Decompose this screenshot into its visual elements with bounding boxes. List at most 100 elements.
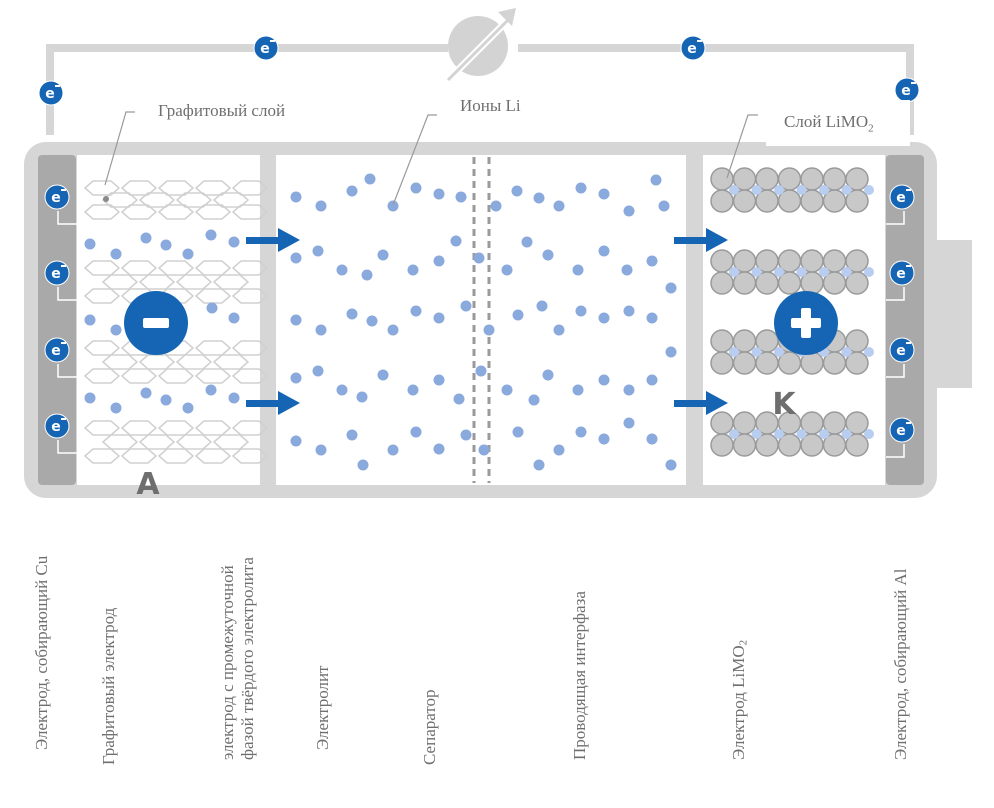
li-ion — [475, 365, 487, 377]
li-ion — [228, 236, 240, 248]
svg-text:e: e — [896, 266, 906, 282]
graphite-layer-label: Графитовый слой — [158, 101, 286, 120]
li-ion — [536, 300, 548, 312]
li-ion — [665, 346, 677, 358]
li-ion — [473, 252, 485, 264]
li-ion — [206, 302, 218, 314]
li-ion — [205, 384, 217, 396]
li-ion — [455, 191, 467, 203]
li-ion — [575, 305, 587, 317]
li-ion — [512, 426, 524, 438]
li-ion — [290, 435, 302, 447]
right-arrow-icon — [246, 228, 300, 252]
li-ion — [346, 185, 358, 197]
li-ion — [598, 245, 610, 257]
graphite-hexagon — [83, 288, 121, 304]
intercalated-li-ion — [796, 185, 807, 195]
intercalated-li-ion — [774, 347, 784, 357]
cathode-letter: K — [772, 387, 797, 422]
graphite-hexagon — [83, 180, 121, 196]
li-ion — [575, 182, 587, 194]
label-limo2-electrode: Электрод LiMO2 — [729, 639, 750, 760]
li-ion — [356, 391, 368, 403]
graphite-hexagon — [83, 448, 121, 464]
li-ion — [387, 444, 399, 456]
li-ion — [290, 314, 302, 326]
electron-icon: e — [894, 77, 920, 103]
electrolyte-chamber — [276, 155, 686, 485]
electron-icon: e — [886, 337, 915, 378]
li-ion — [528, 394, 540, 406]
li-ion — [182, 402, 194, 414]
graphite-hexagon — [212, 192, 250, 208]
graphite-hexagon — [157, 448, 195, 464]
li-ion — [410, 182, 422, 194]
li-ion — [598, 312, 610, 324]
graphite-hexagon — [231, 368, 269, 384]
ions-callout-line — [392, 114, 437, 206]
li-ion — [407, 384, 419, 396]
li-ion — [665, 282, 677, 294]
li-ion — [478, 444, 490, 456]
li-ion — [84, 392, 96, 404]
li-ion — [346, 308, 358, 320]
li-ion — [521, 236, 533, 248]
svg-text:e: e — [896, 423, 906, 439]
li-ion — [512, 309, 524, 321]
metal-oxide-atom — [845, 271, 869, 295]
li-ion — [598, 433, 610, 445]
intercalated-li-ion — [841, 347, 852, 357]
limo2-layer-label: Слой LiMO2 — [784, 112, 874, 135]
li-ion — [110, 402, 122, 414]
intercalated-li-ion — [864, 429, 874, 439]
li-ion — [450, 235, 462, 247]
graphite-hexagon — [231, 448, 269, 464]
li-ion — [533, 192, 545, 204]
intercalated-li-ion — [864, 185, 874, 195]
li-ion — [182, 248, 194, 260]
li-ion — [377, 249, 389, 261]
li-ion — [84, 314, 96, 326]
li-ion — [205, 229, 217, 241]
label-graphite-electrode: Графитовый электрод — [99, 607, 118, 765]
intercalated-li-ion — [751, 267, 762, 277]
intercalated-li-ion — [864, 267, 874, 277]
graphite-hexagon — [101, 192, 139, 208]
external-circuit — [46, 44, 914, 135]
metal-oxide-atom — [710, 189, 734, 213]
graphite-hexagon — [83, 340, 121, 356]
graphite-hexagon — [83, 260, 121, 276]
graphite-hexagon — [231, 204, 269, 220]
li-ion — [315, 200, 327, 212]
graphite-hexagon — [138, 192, 176, 208]
li-ion — [315, 324, 327, 336]
svg-text:e: e — [51, 343, 61, 359]
li-ion — [646, 255, 658, 267]
li-ion — [658, 200, 670, 212]
svg-text:e: e — [51, 190, 61, 206]
li-ion — [336, 264, 348, 276]
label-al-collector: Электрод, собирающий Al — [891, 568, 910, 760]
intercalated-li-ion — [751, 429, 762, 439]
graphite-hexagon — [83, 368, 121, 384]
electron-icon: e — [886, 260, 915, 301]
metal-oxide-atom — [710, 411, 734, 435]
right-arrow-icon — [246, 391, 300, 415]
li-ion — [542, 249, 554, 261]
graphite-hexagon — [83, 420, 121, 436]
intercalated-li-ion — [729, 347, 739, 357]
svg-text:e: e — [687, 41, 697, 57]
graphite-hexagon — [194, 368, 232, 384]
graphite-hexagon — [194, 288, 232, 304]
li-ion — [572, 264, 584, 276]
li-ion — [140, 387, 152, 399]
li-ion — [553, 444, 565, 456]
graphite-hexagon — [157, 180, 195, 196]
li-ion — [553, 200, 565, 212]
li-ion — [490, 200, 502, 212]
graphite-hexagon — [194, 180, 232, 196]
li-ion — [290, 372, 302, 384]
intercalated-li-ion — [796, 267, 807, 277]
li-ion — [460, 429, 472, 441]
li-ion — [433, 312, 445, 324]
